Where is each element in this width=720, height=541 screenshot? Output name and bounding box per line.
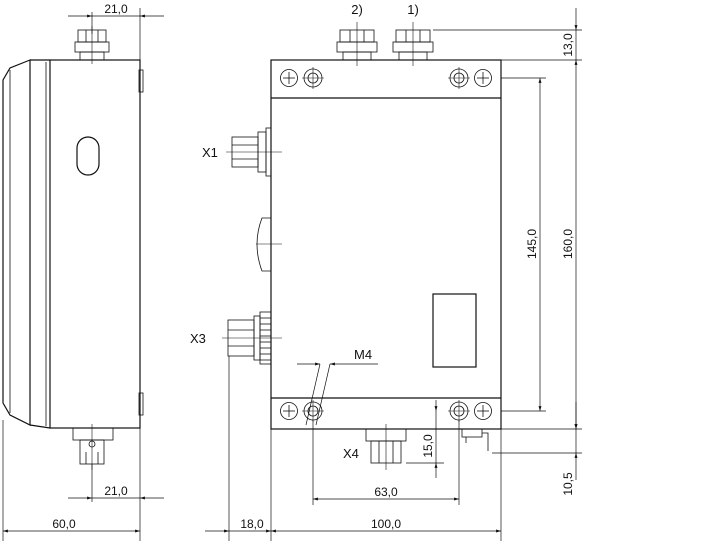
side-window <box>76 136 100 176</box>
side-bottom-connector <box>72 424 114 470</box>
dim-x4-offset: 15,0 <box>421 434 435 458</box>
callout-x1: X1 <box>202 145 218 160</box>
side-view: 21,0 21,0 60,0 <box>2 2 164 541</box>
dim-side-bottom-width: 21,0 <box>104 484 128 498</box>
callout-thread: M4 <box>354 347 372 362</box>
dim-front-width: 100,0 <box>371 517 401 531</box>
connector-2 <box>336 22 378 66</box>
side-indicator <box>256 217 282 272</box>
label-plate <box>432 293 477 368</box>
dim-side-overall-width: 60,0 <box>52 517 76 531</box>
dim-x4-spacing: 63,0 <box>374 485 398 499</box>
dim-hole-spacing: 145,0 <box>525 229 539 259</box>
front-view: 2) 1) X1 <box>190 2 582 541</box>
dim-side-top-width: 21,0 <box>104 2 128 16</box>
dim-front-height: 160,0 <box>561 229 575 259</box>
dim-bottom-ext: 10,5 <box>561 472 575 496</box>
front-housing <box>270 59 502 430</box>
callout-connector-2: 2) <box>351 2 363 17</box>
dim-front-top-margin: 13,0 <box>561 33 575 57</box>
x1-connector <box>226 127 282 177</box>
connector-1 <box>392 22 434 66</box>
callout-connector-1: 1) <box>407 2 419 17</box>
callout-x4: X4 <box>343 446 359 461</box>
dim-front-offset: 18,0 <box>240 517 264 531</box>
callout-x3: X3 <box>190 331 206 346</box>
x3-connector <box>222 311 282 365</box>
earth-clip <box>461 428 489 451</box>
x4-connector <box>365 424 407 470</box>
